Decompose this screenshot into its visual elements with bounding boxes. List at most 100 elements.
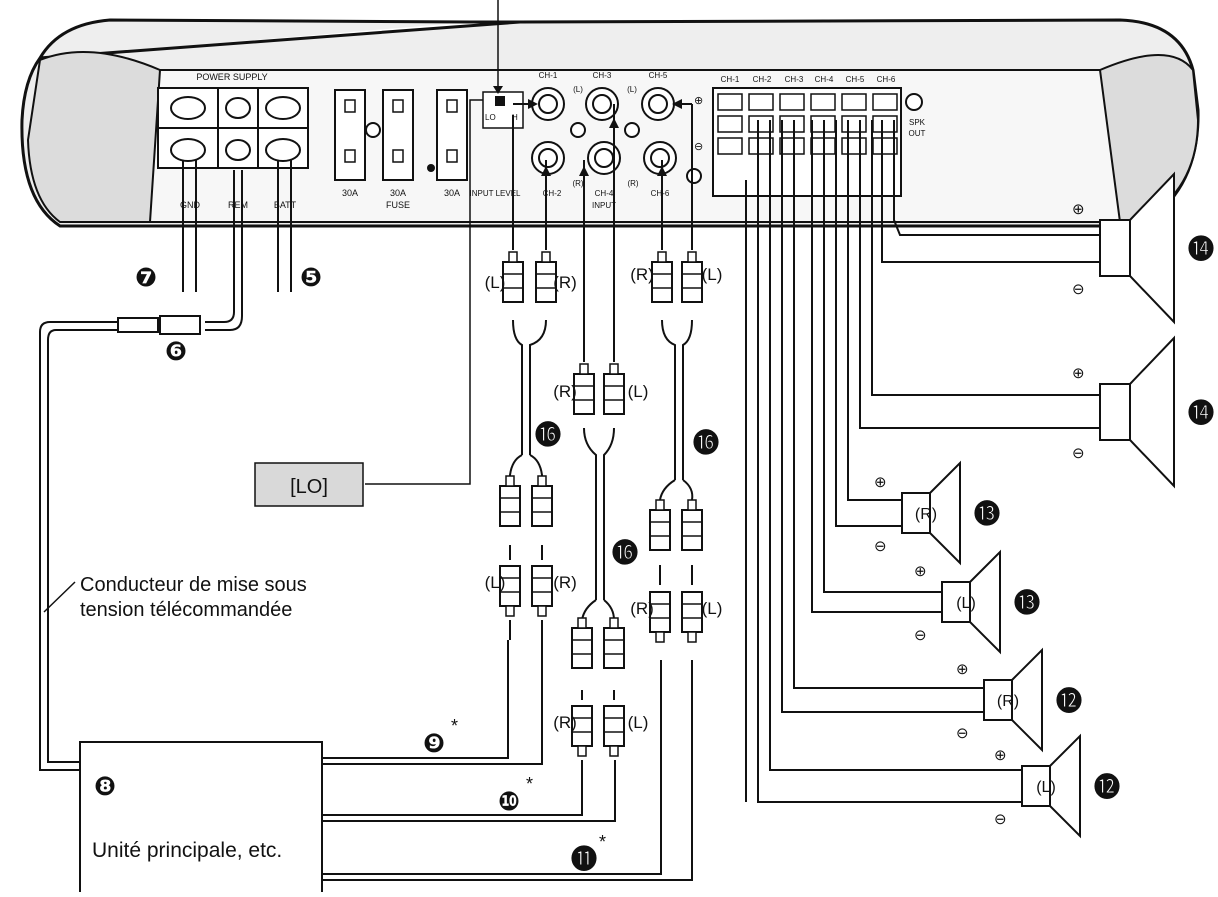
rca-cable-segment-12 [659, 479, 694, 501]
speaker-5-callout: ⓬ [1056, 686, 1082, 717]
speaker-2-magnet [1099, 383, 1131, 441]
spk-ch-label-3: CH-3 [785, 75, 804, 84]
callout-10-asterisk: * [526, 774, 533, 794]
spk-out-screw [905, 93, 923, 111]
rca-plug-15-body [571, 627, 593, 669]
rca-side-label-12: (L) [628, 713, 649, 732]
input-switch-h: H [512, 113, 518, 122]
rca-plus-symbol: ⊕ [694, 95, 703, 107]
speaker-5-cone [1011, 647, 1043, 753]
rca-plug-12-tip [537, 605, 547, 617]
rca-plug-8 [531, 475, 553, 527]
rca-screw-1 [570, 122, 586, 138]
speaker-3-callout: ⓭ [974, 499, 1000, 530]
rca-plug-15-tip [577, 617, 587, 629]
speaker-5: (R)⓬⊕⊖ [956, 647, 1082, 753]
rca-side-ch3: (L) [627, 85, 637, 94]
spk-cell-6-1 [872, 93, 898, 111]
rca-jack-inner-2 [592, 94, 612, 114]
spk-cell-5-1 [841, 93, 867, 111]
rca-plug-17-tip [577, 745, 587, 757]
rca-plug-13-tip [655, 631, 665, 643]
speaker-5-plus: ⊕ [956, 661, 969, 678]
remote-wire-line1: Conducteur de mise sous [80, 574, 307, 596]
rca-plug-1-tip [508, 251, 518, 263]
callout-5: ❺ [300, 263, 322, 293]
speaker-1-magnet [1099, 219, 1131, 277]
lo-box-label: [LO] [290, 476, 328, 498]
callout-10: ❿ [498, 787, 520, 817]
fuse-rating-1: 30A [342, 188, 358, 198]
rca-plug-4-body [681, 261, 703, 303]
rca-cables [509, 99, 694, 700]
rem-wire [205, 170, 243, 331]
rca-jack-inner-4 [538, 148, 558, 168]
rem-connector-wire [39, 321, 118, 771]
rca-plug-16-tip [609, 617, 619, 629]
input-level-switch-knob [495, 96, 505, 106]
speaker-1-minus: ⊖ [1072, 281, 1085, 298]
rem-connector-female [159, 315, 201, 335]
rca-label-ch3: CH-3 [593, 71, 612, 80]
rca-plug-3 [651, 251, 673, 303]
speaker-6-label: (L) [1036, 779, 1056, 796]
rca-plug-3-body [651, 261, 673, 303]
rca-plug-16-body [603, 627, 625, 669]
speaker-2-minus: ⊖ [1072, 445, 1085, 462]
rca-cable-segment-8 [581, 599, 615, 621]
speaker-1-callout: ⓮ [1188, 235, 1214, 265]
rca-plug-6 [603, 363, 625, 415]
batt-wire [277, 160, 292, 292]
rca-plug-9-tip [655, 499, 665, 511]
spk-ch-label-4: CH-4 [815, 75, 834, 84]
rca-plug-2 [535, 251, 557, 303]
speaker-wire-2 [859, 120, 1100, 429]
fuse-3 [427, 89, 468, 181]
rca-side-label-3: (R) [630, 265, 654, 284]
callout-6: ❻ [165, 337, 187, 367]
speaker-3-plus: ⊕ [874, 474, 887, 491]
spk-ch-label-1: CH-1 [721, 75, 740, 84]
remote-wire-leader [43, 581, 76, 613]
spk-cell-2-1 [748, 93, 774, 111]
fuse-screw-1 [365, 122, 381, 138]
switch-pointer-arrow [493, 86, 503, 94]
head-unit-callout: ❽ [94, 772, 116, 802]
rca-cable-segment-9 [581, 690, 615, 700]
spk-ch-label-6: CH-6 [877, 75, 896, 84]
speaker-wire-1 [881, 120, 1100, 263]
spk-cell-5-2 [841, 115, 867, 133]
rca-plug-15 [571, 617, 593, 669]
speaker-2: ⓮⊕⊖ [1072, 335, 1214, 489]
rca-arrowhead-ch2 [541, 166, 551, 176]
speaker-4-magnet [941, 581, 971, 623]
gnd-screw-top [170, 96, 206, 120]
speaker-6: (L)⓬⊕⊖ [994, 733, 1120, 839]
rca-arrowhead-ch6 [657, 166, 667, 176]
fuse-2 [382, 89, 414, 181]
rca-side-label-7: (L) [485, 573, 506, 592]
spk-cell-2-2 [748, 115, 774, 133]
rca-cable-segment-6 [583, 104, 615, 362]
speaker-4-callout: ⓭ [1014, 588, 1040, 619]
rca-minus-symbol: ⊖ [694, 141, 703, 153]
remote-wire-line2: tension télécommandée [80, 599, 292, 621]
rca-plug-5 [573, 363, 595, 415]
rca-cable-segment-5 [509, 620, 543, 640]
spk-out-label-2: OUT [909, 129, 926, 138]
speaker-6-minus: ⊖ [994, 811, 1007, 828]
callout-16-b: ⓰ [693, 428, 719, 459]
gnd-screw-bottom [170, 138, 206, 162]
power-wires [39, 160, 292, 771]
terminal-label-batt: BATT [274, 200, 297, 210]
spk-cell-1-3 [717, 137, 743, 155]
speaker-5-label: (R) [997, 693, 1019, 710]
rca-jack-inner-5 [594, 148, 614, 168]
rca-label-ch1: CH-1 [539, 71, 558, 80]
rem-screw-bottom [225, 139, 251, 161]
rca-plug-16 [603, 617, 625, 669]
rca-cable-segment-11 [661, 319, 693, 480]
spk-ch-label-5: CH-5 [846, 75, 865, 84]
speaker-1-plus: ⊕ [1072, 201, 1085, 218]
rca-plug-6-body [603, 373, 625, 415]
